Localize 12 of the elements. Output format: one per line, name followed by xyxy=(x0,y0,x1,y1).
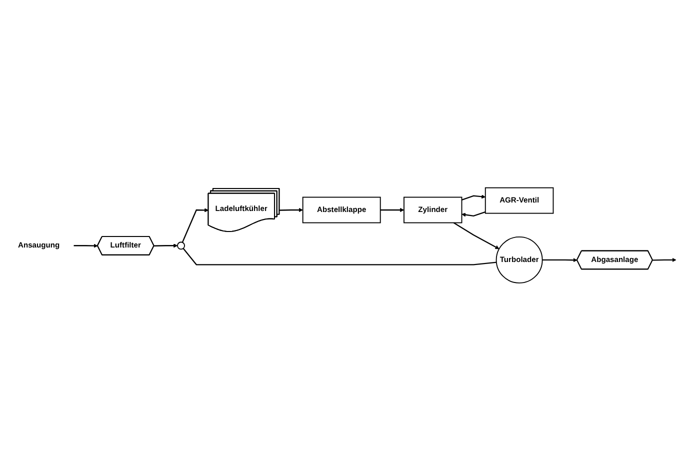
arrow xyxy=(652,258,676,262)
connector xyxy=(182,248,496,266)
arrow xyxy=(462,212,486,217)
arrow xyxy=(154,244,178,248)
node-circle xyxy=(177,242,186,250)
arrow xyxy=(462,194,486,201)
arrow xyxy=(74,244,98,248)
arrow xyxy=(279,208,304,212)
arrow xyxy=(182,208,209,243)
arrow xyxy=(380,208,404,212)
arrow xyxy=(542,258,578,262)
arrow xyxy=(453,222,500,250)
